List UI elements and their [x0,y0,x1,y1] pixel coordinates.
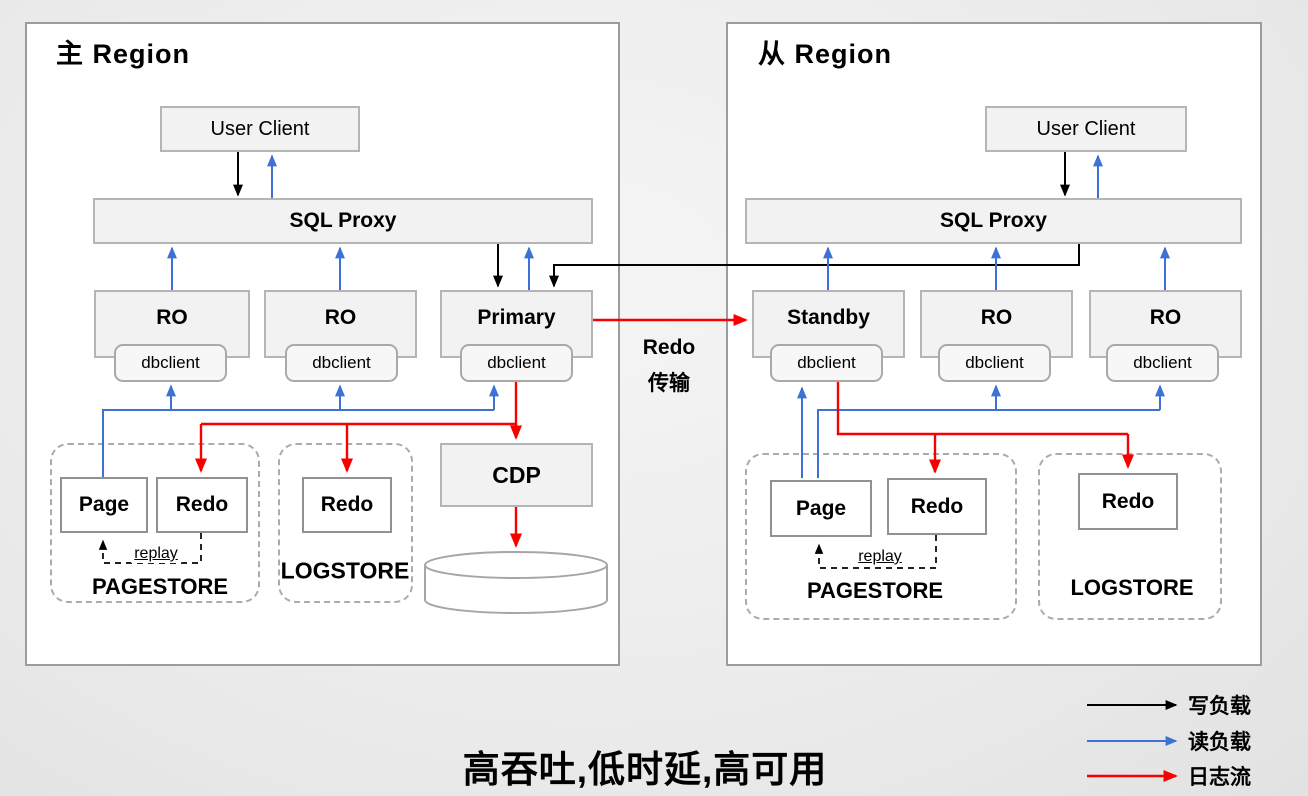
legend-log-label: 日志流 [1188,766,1251,789]
right-pagestore-label: PAGESTORE [806,578,944,603]
caption: 高吞吐,低时延,高可用 [462,749,828,790]
left-user-client-box: User Client [160,106,360,152]
left-dbclient3: dbclient [460,344,573,382]
cdp-box: CDP [440,443,593,507]
right-page-box: Page [770,480,872,537]
right-pagestore-redo-box: Redo [887,478,987,535]
right-logstore-label: LOGSTORE [1070,575,1194,600]
legend-write-label: 写负载 [1188,695,1251,718]
legend-read-label: 读负载 [1188,731,1251,754]
redo-transfer-label: Redo 传输 [643,330,696,402]
left-page-box: Page [60,477,148,533]
standby-region-title: 从 Region [758,39,892,69]
left-dbclient2: dbclient [285,344,398,382]
redo-transfer-line2: 传输 [648,372,690,395]
right-dbclient1: dbclient [770,344,883,382]
right-replay-label: replay [855,548,905,566]
redo-transfer-line1: Redo [642,336,696,359]
cos-label: COS [489,572,543,599]
left-replay-label: replay [131,545,181,563]
right-dbclient3: dbclient [1106,344,1219,382]
left-dbclient1: dbclient [114,344,227,382]
right-sql-proxy-box: SQL Proxy [745,198,1242,244]
right-dbclient2: dbclient [938,344,1051,382]
left-sql-proxy-box: SQL Proxy [93,198,593,244]
right-user-client-box: User Client [985,106,1187,152]
right-logstore-redo-box: Redo [1078,473,1178,530]
left-logstore-redo-box: Redo [302,477,392,533]
primary-region-title: 主 Region [56,39,190,69]
left-pagestore-label: PAGESTORE [91,574,229,599]
left-pagestore-redo-box: Redo [156,477,248,533]
left-logstore-label: LOGSTORE [280,557,410,584]
